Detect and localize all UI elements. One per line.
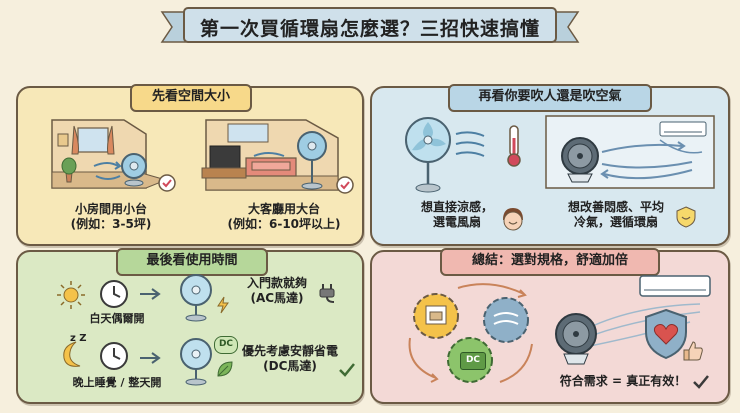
panel-summary-heading: 總結：選對規格，舒適加倍	[440, 248, 660, 276]
air-conditioner-icon	[639, 275, 711, 297]
big-room-caption: 大客廳用大台 (例如：6-10坪以上)	[214, 202, 354, 232]
lightning-icon	[217, 296, 229, 314]
clock-icon	[100, 342, 128, 370]
clock-icon	[100, 280, 128, 308]
living-room-illustration	[201, 119, 339, 191]
small-room-caption: 小房間用小台 (例如：3-5坪)	[56, 202, 166, 232]
check-icon	[158, 174, 176, 192]
direct-line2: 選電風扇	[432, 215, 481, 229]
sun-icon	[57, 281, 85, 309]
small-room-line2: (例如：3-5坪)	[70, 217, 152, 231]
title-ribbon: 第一次買循環扇怎麼選？三招快速搞懂	[160, 6, 580, 46]
night-usage-label: 晚上睡覺 / 整天開	[72, 376, 162, 389]
plug-icon	[319, 284, 335, 303]
big-room-line1: 大客廳用大台	[247, 202, 320, 216]
checkmark-icon	[339, 363, 355, 377]
conclusion-text: 符合需求 = 真正有效！	[559, 374, 687, 388]
ac-fan-icon	[180, 274, 212, 322]
smile-shield-icon	[676, 206, 696, 228]
dc-badge: DC	[214, 336, 238, 354]
ac-line2: (AC馬達)	[250, 291, 304, 305]
check-icon	[336, 176, 354, 194]
panel-airflow-heading: 再看你要吹人還是吹空氣	[448, 84, 652, 112]
happy-face-icon	[503, 208, 523, 231]
circulate-line1: 想改善悶感、平均	[567, 200, 664, 214]
panel-space-size: 先看空間大小 小房間用小台 (例如：3-5坪)	[16, 84, 364, 246]
circulate-caption: 想改善悶感、平均 冷氣，選循環扇	[560, 200, 672, 230]
heart-shield-icon	[645, 308, 687, 360]
dc-fan-icon	[180, 338, 212, 386]
leaf-icon	[217, 361, 233, 377]
day-usage-label: 白天偶爾開	[89, 312, 145, 325]
thumbs-up-icon	[683, 341, 703, 361]
zz-text: z Z	[70, 333, 87, 344]
dc-chip-badge: DC	[460, 352, 486, 370]
arrow-right-icon	[140, 352, 161, 364]
gears-illustration	[408, 283, 533, 383]
moon-icon	[63, 341, 81, 367]
electric-fan-illustration	[405, 117, 485, 193]
panel-usage-time: 最後看使用時間 白天偶爾開 入門款就夠	[16, 248, 364, 404]
thermometer-icon	[507, 125, 521, 167]
panel-airflow: 再看你要吹人還是吹空氣 想直接涼感， 選電風扇	[370, 84, 730, 246]
direct-line1: 想直接涼感，	[420, 200, 493, 214]
small-room-illustration	[51, 119, 168, 189]
panel-space-heading: 先看空間大小	[130, 84, 252, 112]
page-title: 第一次買循環扇怎麼選？三招快速搞懂	[199, 18, 540, 40]
big-room-line2: (例如：6-10坪以上)	[227, 217, 341, 231]
checkmark-icon	[693, 375, 709, 389]
small-room-line1: 小房間用小台	[74, 202, 147, 216]
panel-summary: 總結：選對規格，舒適加倍 DC	[370, 248, 730, 404]
arrow-right-icon	[140, 288, 161, 300]
direct-cool-caption: 想直接涼感， 選電風扇	[412, 200, 502, 230]
ribbon-shape	[160, 7, 580, 43]
circulate-line2: 冷氣，選循環扇	[573, 215, 658, 229]
dc-line1: 優先考慮安靜省電	[241, 344, 338, 358]
dc-motor-caption: 優先考慮安靜省電 (DC馬達)	[238, 344, 342, 374]
circulator-room-illustration	[545, 115, 715, 189]
circulator-fan-icon	[555, 313, 597, 365]
ac-motor-caption: 入門款就夠 (AC馬達)	[236, 276, 318, 306]
dc-line2: (DC馬達)	[263, 359, 317, 373]
ac-line1: 入門款就夠	[246, 276, 307, 290]
